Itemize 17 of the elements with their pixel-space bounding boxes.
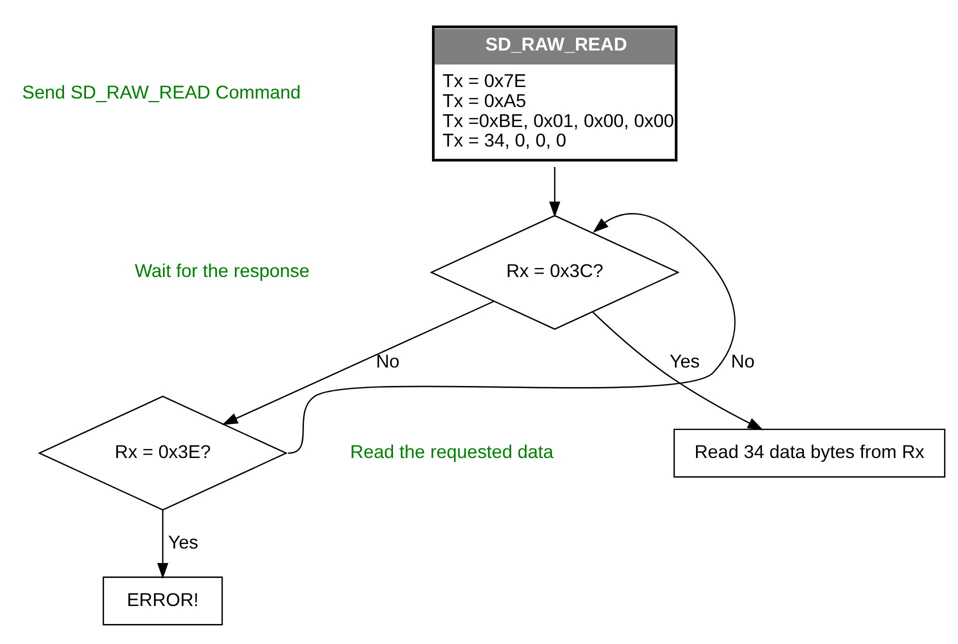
arrow xyxy=(288,212,735,454)
label: Wait for the response xyxy=(134,260,310,281)
node-box: ERROR! xyxy=(102,576,222,625)
node-diamond: Rx = 0x3E? xyxy=(37,395,288,510)
node-diamond: Rx = 0x3C? xyxy=(429,214,680,330)
edge-label: No xyxy=(375,350,400,372)
edge-label: Yes xyxy=(669,350,700,372)
node-box: Read 34 data bytes from Rx xyxy=(673,428,945,478)
label: Send SD_RAW_READ Command xyxy=(22,80,300,102)
node-box: SD_RAW_READ Tx = 0x7E Tx = 0xA5 Tx =0xBE, 0x01, 0x00, 0x00 Tx = 34, 0, 0, 0 xyxy=(432,25,677,161)
edge-label: No xyxy=(730,350,754,372)
arrow xyxy=(156,510,168,578)
arrow xyxy=(592,311,763,430)
arrow xyxy=(548,166,560,217)
arrow xyxy=(221,300,494,424)
label: Read the requested data xyxy=(350,440,553,462)
edge-label: Yes xyxy=(168,530,198,552)
